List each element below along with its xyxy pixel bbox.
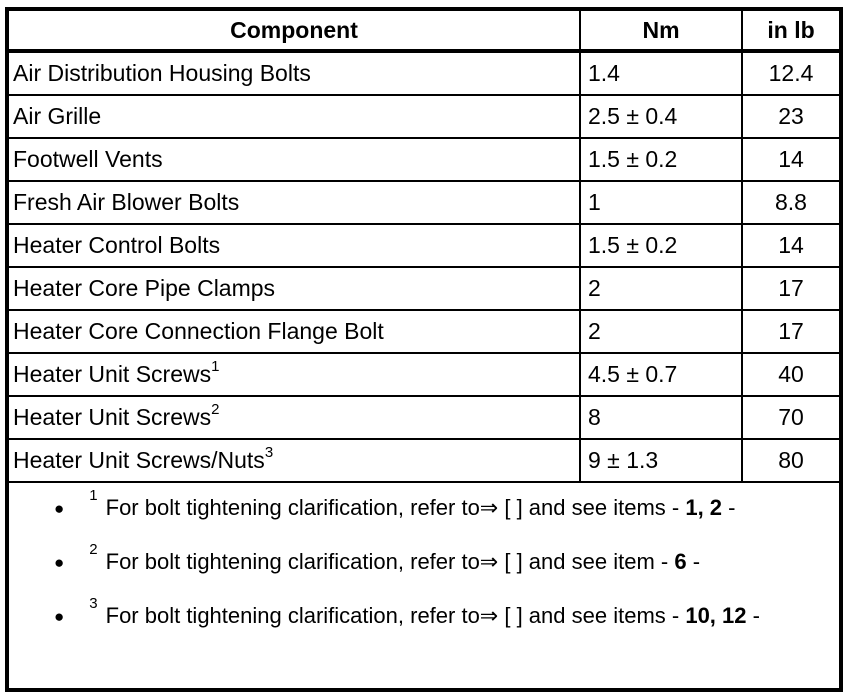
nm-cell: 2.5 ± 0.4 [581,96,743,137]
component-cell: Footwell Vents [9,139,581,180]
footnote-prefix: For bolt tightening clarification, refer… [105,603,686,628]
table-row: Footwell Vents 1.5 ± 0.2 14 [9,139,839,182]
footnote-number: 1 [89,486,98,504]
nm-cell: 8 [581,397,743,438]
component-label: Fresh Air Blower Bolts [13,189,240,215]
nm-cell: 1.5 ± 0.2 [581,225,743,266]
nm-cell: 2 [581,311,743,352]
table-row: Heater Core Pipe Clamps 2 17 [9,268,839,311]
component-label: Heater Control Bolts [13,232,221,258]
header-component: Component [9,11,581,49]
inlb-cell: 40 [778,361,804,387]
nm-cell: 1.5 ± 0.2 [581,139,743,180]
footnote-suffix: - [722,495,736,520]
nm-cell: 1.4 [581,53,743,94]
component-cell: Fresh Air Blower Bolts [9,182,581,223]
nm-cell: 2 [581,268,743,309]
component-cell: Air Grille [9,96,581,137]
component-cell: Heater Core Connection Flange Bolt [9,311,581,352]
nm-cell: 9 ± 1.3 [581,440,743,481]
footnote-prefix: For bolt tightening clarification, refer… [105,549,675,574]
inlb-cell: 70 [778,404,804,430]
component-label: Heater Core Connection Flange Bolt [13,318,384,344]
inlb-cell: 8.8 [775,189,807,215]
component-cell: Heater Control Bolts [9,225,581,266]
footnote-prefix: For bolt tightening clarification, refer… [105,495,686,520]
torque-table: Component Nm in lb Air Distribution Hous… [5,7,843,692]
component-label: Air Distribution Housing Bolts [13,60,311,86]
footnote-item-numbers: 10, 12 [685,603,747,628]
component-label: Footwell Vents [13,146,163,172]
inlb-cell: 12.4 [768,60,814,86]
inlb-cell: 14 [778,146,804,172]
nm-cell: 4.5 ± 0.7 [581,354,743,395]
footnote-item-numbers: 1, 2 [685,495,723,520]
bullet-icon: ● [54,498,65,518]
inlb-cell: 23 [778,103,804,129]
footnote-suffix: - [686,549,701,574]
inlb-cell: 17 [778,318,804,344]
table-row: Air Grille 2.5 ± 0.4 23 [9,96,839,139]
bullet-icon: ● [54,606,65,626]
footnote-number: 3 [89,594,98,612]
table-header-row: Component Nm in lb [9,11,839,53]
inlb-cell: 17 [778,275,804,301]
table-row: Heater Core Connection Flange Bolt 2 17 [9,311,839,354]
component-label: Heater Unit Screws/Nuts [13,447,265,473]
table-row: Air Distribution Housing Bolts 1.4 12.4 [9,53,839,96]
header-inlb: in lb [767,16,815,43]
component-label: Heater Unit Screws [13,404,212,430]
component-label: Heater Core Pipe Clamps [13,275,276,301]
footnote-number: 2 [89,540,98,558]
inlb-cell: 80 [778,447,804,473]
table-row: Heater Control Bolts 1.5 ± 0.2 14 [9,225,839,268]
component-cell: Heater Core Pipe Clamps [9,268,581,309]
table-row: Fresh Air Blower Bolts 1 8.8 [9,182,839,225]
component-cell: Air Distribution Housing Bolts [9,53,581,94]
footnote-suffix: - [746,603,760,628]
header-nm: Nm [581,11,743,49]
component-label: Air Grille [13,103,102,129]
bullet-icon: ● [54,552,65,572]
nm-cell: 1 [581,182,743,223]
footnote-item-numbers: 6 [674,549,687,574]
component-label: Heater Unit Screws [13,361,212,387]
inlb-cell: 14 [778,232,804,258]
